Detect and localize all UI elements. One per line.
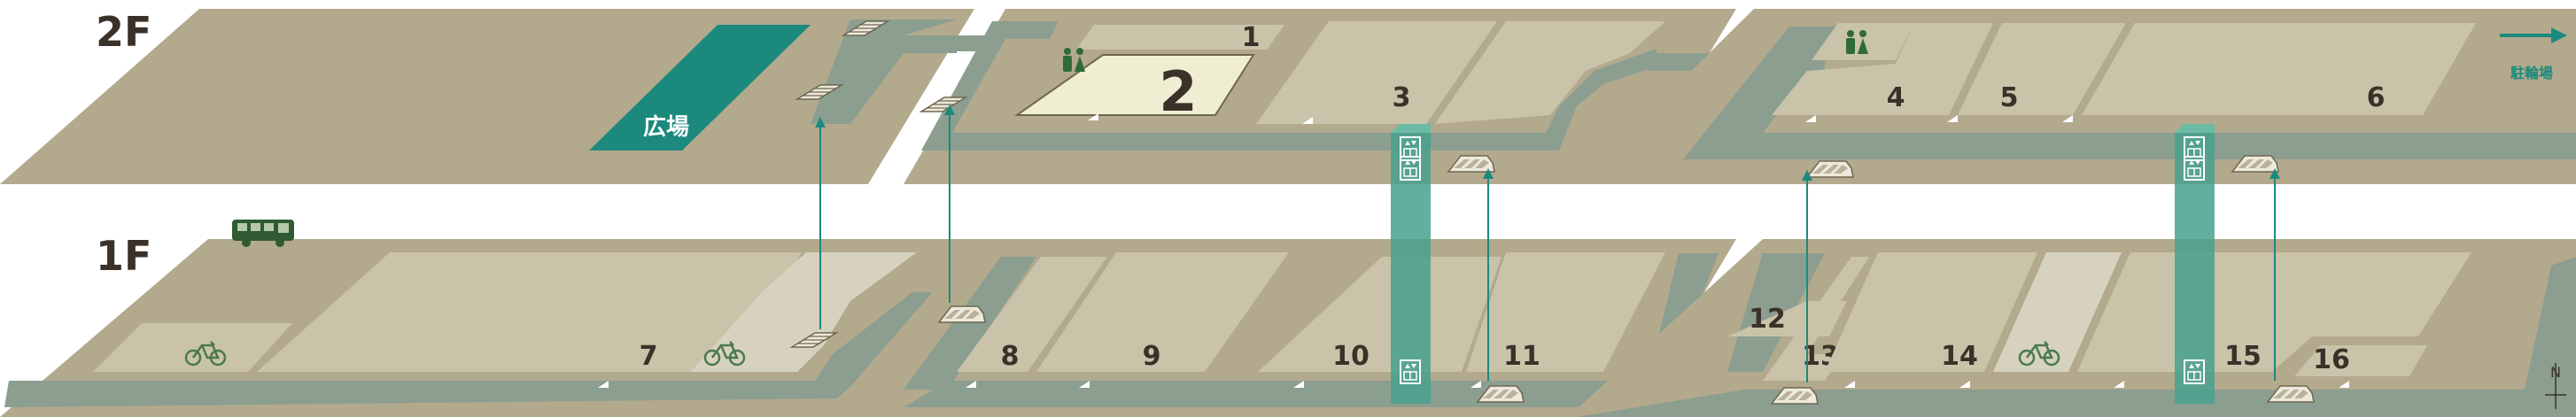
passage-2f-right (1683, 27, 2576, 159)
shop-3b[interactable] (1435, 21, 1665, 124)
area-label-16: 16 (2313, 344, 2350, 375)
shop-3[interactable] (1256, 21, 1497, 124)
shop-14[interactable] (1825, 252, 2037, 372)
shop-5[interactable] (1958, 23, 2126, 115)
passage-1f-middle-left (904, 257, 1036, 390)
floor-label-2f: 2F (96, 8, 151, 56)
shop-9[interactable] (1036, 252, 1289, 372)
area-label-4: 4 (1887, 82, 1905, 113)
area-label-3: 3 (1393, 82, 1411, 113)
bicycle-parking-label: 駐輪場 (2510, 65, 2553, 81)
plaza-2f[interactable] (589, 25, 811, 151)
area-label-12: 12 (1749, 304, 1786, 335)
area-label-7: 7 (640, 341, 658, 372)
passage-1f-right-vert (1727, 253, 1825, 372)
area-label-8: 8 (1001, 341, 1020, 372)
bus-icon (232, 220, 294, 247)
north-label: N (2550, 364, 2561, 381)
plaza-label: 広場 (643, 113, 689, 141)
area-label-1: 1 (1242, 22, 1261, 53)
shop-11[interactable] (1466, 252, 1665, 372)
entrance-markers (598, 113, 2349, 388)
shop-4[interactable] (1772, 23, 1993, 115)
shop-2[interactable] (1013, 54, 1255, 116)
area-label-5: 5 (2000, 82, 2019, 113)
vertical-connections (819, 110, 2276, 382)
arrow-right-icon[interactable] (2500, 27, 2567, 43)
passage-2f-right-top (1772, 53, 1825, 71)
floor-2f: 広場 1 2 3 4 5 6 駐輪場 (0, 9, 2576, 184)
shop-10[interactable] (1258, 257, 1501, 372)
bike-parking-1f-c (1993, 252, 2122, 372)
area-label-2: 2 (1159, 59, 1197, 124)
area-label-6: 6 (2367, 82, 2386, 113)
area-label-9: 9 (1143, 341, 1161, 372)
area-label-10: 10 (1332, 341, 1369, 372)
shop-7[interactable] (257, 252, 802, 372)
shop-8[interactable] (957, 257, 1107, 372)
vertical-connection-heads (815, 104, 2280, 181)
shop-1[interactable] (1076, 25, 1284, 50)
bike-parking-1f-a (93, 323, 292, 372)
passage-2f-left (811, 19, 957, 124)
passage-1f-left (4, 292, 966, 407)
floor-1f: 7 8 9 10 11 12 13 14 15 16 (0, 239, 2576, 417)
floor-label-1f: 1F (96, 232, 151, 280)
shop-16[interactable] (2294, 345, 2427, 376)
passage-2f-middle (921, 21, 1657, 151)
shop-6[interactable] (2082, 23, 2476, 115)
elevator-shaft-a[interactable] (1391, 124, 1431, 404)
area-label-15: 15 (2224, 341, 2262, 372)
area-label-11: 11 (1503, 341, 1540, 372)
passage-1f-right (1577, 257, 2576, 417)
elevator-shaft-b[interactable] (2175, 124, 2215, 404)
bike-parking-1f-b (691, 252, 917, 372)
area-label-14: 14 (1941, 341, 1978, 372)
north-compass: N (2545, 363, 2566, 409)
shop-13[interactable] (1763, 257, 1869, 381)
